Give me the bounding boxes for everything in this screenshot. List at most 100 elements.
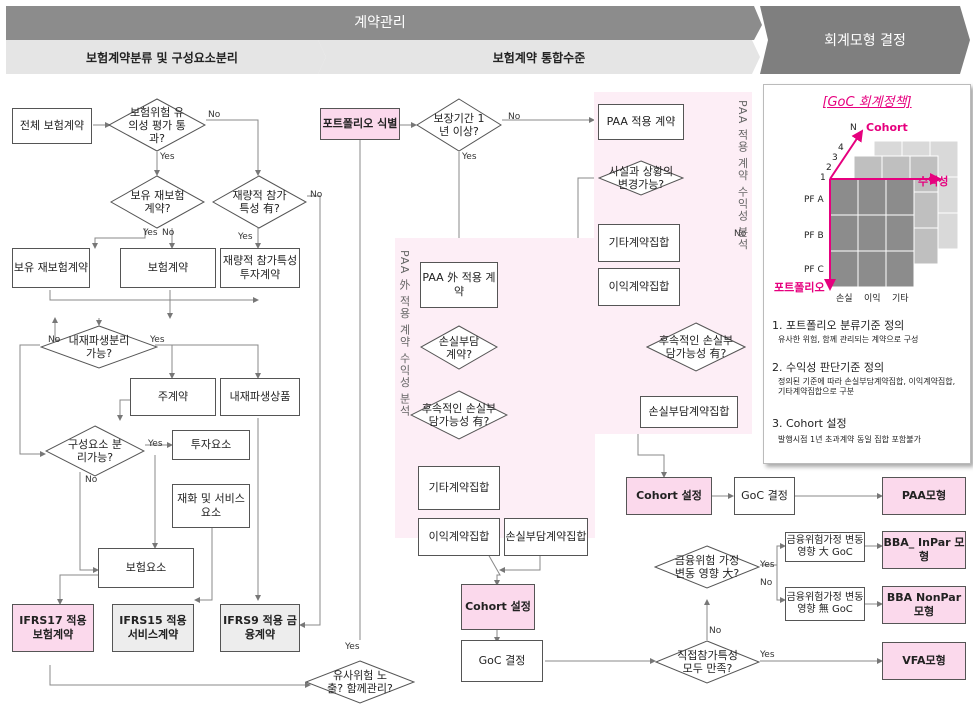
axis-cohort-label: Cohort	[866, 121, 908, 134]
label-no: No	[508, 112, 521, 122]
change-decision: 사실과 상황의 변경가능?	[598, 160, 684, 196]
policy-item-3-title: 3. Cohort 설정	[772, 417, 847, 430]
policy-item-3-desc: 발행시점 1년 초과계약 동일 집합 포함불가	[778, 435, 921, 444]
later-onerous-text: 후속적인 손실부담가능성 有?	[421, 402, 497, 428]
paa-contract-box: PAA 적용 계약	[598, 104, 684, 140]
pf-label: PF B	[804, 231, 824, 241]
label-yes: Yes	[150, 335, 165, 345]
paa-zone	[594, 92, 752, 434]
similar-risk-text: 유사위험 노출? 함께관리?	[327, 669, 393, 695]
onerous-decision: 손실부담 계약?	[420, 325, 498, 370]
goc-mid-box: GoC 결정	[461, 640, 543, 682]
header-classification: 보험계약분류 및 구성요소분리	[86, 50, 238, 65]
later-onerous-decision: 후속적인 손실부담가능성 有?	[410, 390, 508, 440]
embedded-q-text: 내재파생분리 가능?	[68, 334, 130, 360]
label-yes: Yes	[238, 232, 253, 242]
insurance-component-box: 보험요소	[98, 548, 194, 588]
label-yes: Yes	[148, 439, 163, 449]
label-no: No	[760, 578, 773, 588]
label-no: No	[208, 110, 221, 120]
direct-decision: 직접참가특성 모두 만족?	[655, 640, 760, 684]
paa-other-box: 기타계약집합	[598, 224, 680, 262]
header-background	[6, 6, 970, 74]
policy-item-1-title: 1. 포트폴리오 분류기준 정의	[772, 319, 905, 332]
policy-title: [GoC 회계정책]	[822, 95, 912, 110]
embedded-decision: 내재파생분리 가능?	[40, 325, 158, 369]
label-no: No	[162, 228, 175, 238]
cohort-number: 2	[826, 163, 832, 173]
profit-category: 이익	[864, 294, 881, 304]
discretionary-box: 재량적 참가특성 투자계약	[220, 248, 300, 288]
portfolio-id-box: 포트폴리오 식별	[320, 108, 400, 140]
profit-category: 기타	[892, 294, 909, 304]
policy-item-1-desc: 유사한 위험, 함께 관리되는 계약으로 구성	[778, 335, 919, 344]
reinsurance-decision: 보유 재보험계약?	[110, 175, 205, 229]
header-contract-management: 계약관리	[354, 15, 406, 31]
pf-label: PF A	[804, 195, 824, 205]
paa-later-text: 후속적인 손실부담가능성 有?	[658, 334, 734, 360]
cohort-right-box: Cohort 설정	[626, 477, 712, 515]
paa-onerous-box: 손실부담계약집합	[640, 396, 738, 428]
label-no: No	[709, 626, 722, 636]
label-no: No	[734, 229, 747, 239]
cohort-number: 3	[832, 153, 838, 163]
bba-nonpar-box: BBA NonPar모형	[882, 586, 966, 624]
header-aggregation: 보험계약 통합수준	[492, 50, 586, 65]
other-group-box: 기타계약집합	[418, 466, 500, 510]
discretionary-decision: 재량적 참가 특성 有?	[212, 175, 307, 229]
label-no: No	[310, 190, 323, 200]
non-paa-analysis-label: PAA 外 적용 계약 수익성 분석	[398, 250, 411, 417]
similar-risk-decision: 유사위험 노출? 함께관리?	[305, 660, 415, 704]
paa-profit-box: 이익계약집합	[598, 268, 680, 306]
label-yes: Yes	[143, 228, 158, 238]
goc-cube-graphic	[824, 129, 959, 291]
fin-risk-text: 금융위험 가정 변동 영향 大?	[674, 554, 740, 580]
header-accounting-model: 회계모형 결정	[824, 33, 906, 49]
policy-item-2-title: 2. 수익성 판단기준 정의	[772, 361, 885, 374]
ifrs15-box: IFRS15 적용 서비스계약	[112, 604, 194, 652]
non-paa-box: PAA 外 적용 계약	[420, 262, 498, 308]
coverage-q-text: 보장기간 1년 이상?	[433, 112, 485, 138]
paa-analysis-label: PAA 적용 계약 수익성 분석	[736, 100, 749, 251]
paa-later-decision: 후속적인 손실부담가능성 有?	[646, 322, 746, 372]
reinsurance-q-text: 보유 재보험계약?	[130, 189, 185, 215]
component-decision: 구성요소 분리가능?	[45, 425, 145, 477]
component-q-text: 구성요소 분리가능?	[67, 438, 123, 464]
fin-yes-box: 금융위험가정 변동 영향 大 GoC	[785, 532, 865, 562]
cohort-number: 4	[838, 143, 844, 153]
goc-right-box: GoC 결정	[734, 477, 795, 515]
axis-portfolio-label: 포트폴리오	[774, 281, 825, 294]
label-yes: Yes	[760, 650, 775, 660]
investment-component-box: 투자요소	[172, 430, 250, 460]
vfa-model-box: VFA모형	[882, 642, 966, 680]
direct-q-text: 직접참가특성 모두 만족?	[677, 649, 738, 675]
axis-n-label: N	[850, 123, 857, 133]
paa-model-box: PAA모형	[882, 477, 966, 515]
cohort-number: 1	[820, 173, 826, 183]
label-yes: Yes	[760, 560, 775, 570]
coverage-decision: 보장기간 1년 이상?	[416, 98, 502, 152]
all-contracts-box: 전체 보험계약	[12, 108, 92, 144]
ifrs17-box: IFRS17 적용 보험계약	[12, 604, 94, 652]
fin-no-box: 금융위험가정 변동 영향 無 GoC	[785, 587, 865, 621]
profit-category: 손실	[836, 294, 853, 304]
pf-label: PF C	[804, 265, 824, 275]
risk-test-text: 보험위험 유의성 평가 통과?	[128, 105, 186, 145]
reinsurance-box: 보유 재보험계약	[12, 248, 90, 288]
label-no: No	[85, 475, 98, 485]
ifrs9-box: IFRS9 적용 금융계약	[220, 604, 300, 652]
label-no: No	[48, 335, 61, 345]
fin-risk-decision: 금융위험 가정 변동 영향 大?	[654, 545, 760, 589]
label-yes: Yes	[160, 152, 175, 162]
risk-test-decision: 보험위험 유의성 평가 통과?	[108, 98, 206, 152]
bba-inpar-box: BBA_ InPar 모형	[882, 531, 966, 569]
label-yes: Yes	[462, 152, 477, 162]
cohort-mid-box: Cohort 설정	[461, 584, 535, 630]
policy-item-2-desc: 정의된 기준에 따라 손실부담계약집합, 이익계약집합, 기타계약집합으로 구분	[778, 377, 956, 396]
onerous-q-text: 손실부담 계약?	[438, 334, 480, 361]
goods-service-box: 재화 및 서비스요소	[172, 484, 250, 528]
host-contract-box: 주계약	[130, 378, 216, 416]
axis-profit-label: 수익성	[918, 175, 949, 188]
goc-policy-panel: [GoC 회계정책] Cohort N 1 2 3 4 수익성 PF A	[763, 84, 971, 464]
embedded-product-box: 내재파생상품	[220, 378, 300, 416]
